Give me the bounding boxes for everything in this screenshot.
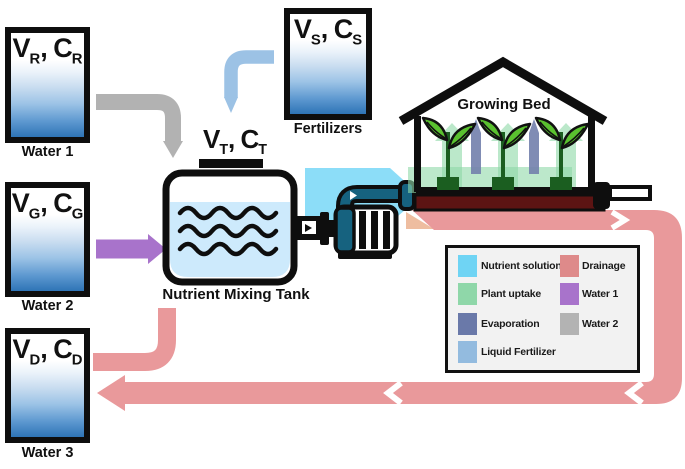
legend-swatch-liquid-fertilizer bbox=[458, 341, 477, 363]
legend-label-water-1: Water 1 bbox=[582, 288, 619, 300]
water-2-caption: Water 2 bbox=[21, 298, 74, 314]
outlet-coupling bbox=[593, 182, 610, 209]
mixing-tank-graphic bbox=[162, 159, 298, 286]
evaporation-arrows bbox=[471, 119, 539, 174]
legend-label-evaporation: Evaporation bbox=[481, 318, 540, 330]
legend-label-water-2: Water 2 bbox=[582, 318, 619, 330]
bed-floor bbox=[416, 187, 598, 195]
growing-bed-graphic bbox=[398, 56, 652, 212]
growing-bed-title: Growing Bed bbox=[457, 96, 551, 113]
legend-label-drainage: Drainage bbox=[582, 260, 626, 272]
liquid-fertilizer-arrow bbox=[224, 50, 274, 113]
pump-icon bbox=[333, 180, 416, 259]
water-2-tank: VG, CG bbox=[5, 182, 90, 297]
greenhouse-left-wall bbox=[414, 116, 421, 192]
water-3-caption: Water 3 bbox=[21, 445, 74, 461]
wave-icon bbox=[177, 205, 279, 221]
greenhouse-right-wall bbox=[588, 116, 595, 192]
greenhouse-roof bbox=[398, 56, 608, 125]
tank-water bbox=[170, 202, 290, 277]
drainage-flow-arrow bbox=[97, 209, 682, 411]
mixing-tank-label: VT, CT bbox=[202, 124, 268, 159]
fertilizers-caption: Fertilizers bbox=[293, 121, 363, 137]
water-1-tank: VR, CR bbox=[5, 27, 90, 143]
legend-label-liquid-fertilizer: Liquid Fertilizer bbox=[481, 346, 556, 358]
fertilizers-tank: VS, CS bbox=[284, 8, 372, 120]
outlet-pipe bbox=[608, 185, 652, 201]
legend-swatch-water-2 bbox=[560, 313, 579, 335]
water-1-caption: Water 1 bbox=[21, 144, 74, 160]
drainage-band bbox=[97, 210, 682, 411]
wave-icon bbox=[177, 241, 279, 257]
wave-icon bbox=[177, 223, 279, 239]
legend-label-plant-uptake: Plant uptake bbox=[481, 288, 542, 300]
legend: Nutrient solution Plant uptake Evaporati… bbox=[445, 245, 640, 373]
legend-swatch-drainage bbox=[560, 255, 579, 277]
tank-lid bbox=[199, 159, 263, 168]
flow-chevron-left-icon bbox=[383, 380, 403, 406]
water-3-tank: VD, CD bbox=[5, 328, 90, 443]
bed-drain-pipe bbox=[413, 193, 606, 212]
water2-inflow-arrow bbox=[96, 234, 166, 264]
legend-label-nutrient-solution: Nutrient solution bbox=[481, 260, 562, 272]
water-3-tank-label: VD, CD bbox=[12, 334, 83, 369]
drainage-overlap bbox=[406, 212, 434, 229]
flow-chevron-left-icon bbox=[624, 380, 644, 406]
water-2-tank-label: VG, CG bbox=[11, 188, 84, 223]
fertilizers-tank-label: VS, CS bbox=[293, 14, 363, 49]
legend-swatch-nutrient-solution bbox=[458, 255, 477, 277]
legend-swatch-water-1 bbox=[560, 283, 579, 305]
water1-inflow-arrow bbox=[96, 94, 183, 158]
mixing-tank-caption: Nutrient Mixing Tank bbox=[162, 286, 310, 303]
tank-to-water3-arrow bbox=[93, 308, 176, 371]
water-1-tank-label: VR, CR bbox=[12, 33, 83, 68]
legend-swatch-evaporation bbox=[458, 313, 477, 335]
flow-chevron-right-icon bbox=[610, 209, 631, 231]
legend-swatch-plant-uptake bbox=[458, 283, 477, 305]
